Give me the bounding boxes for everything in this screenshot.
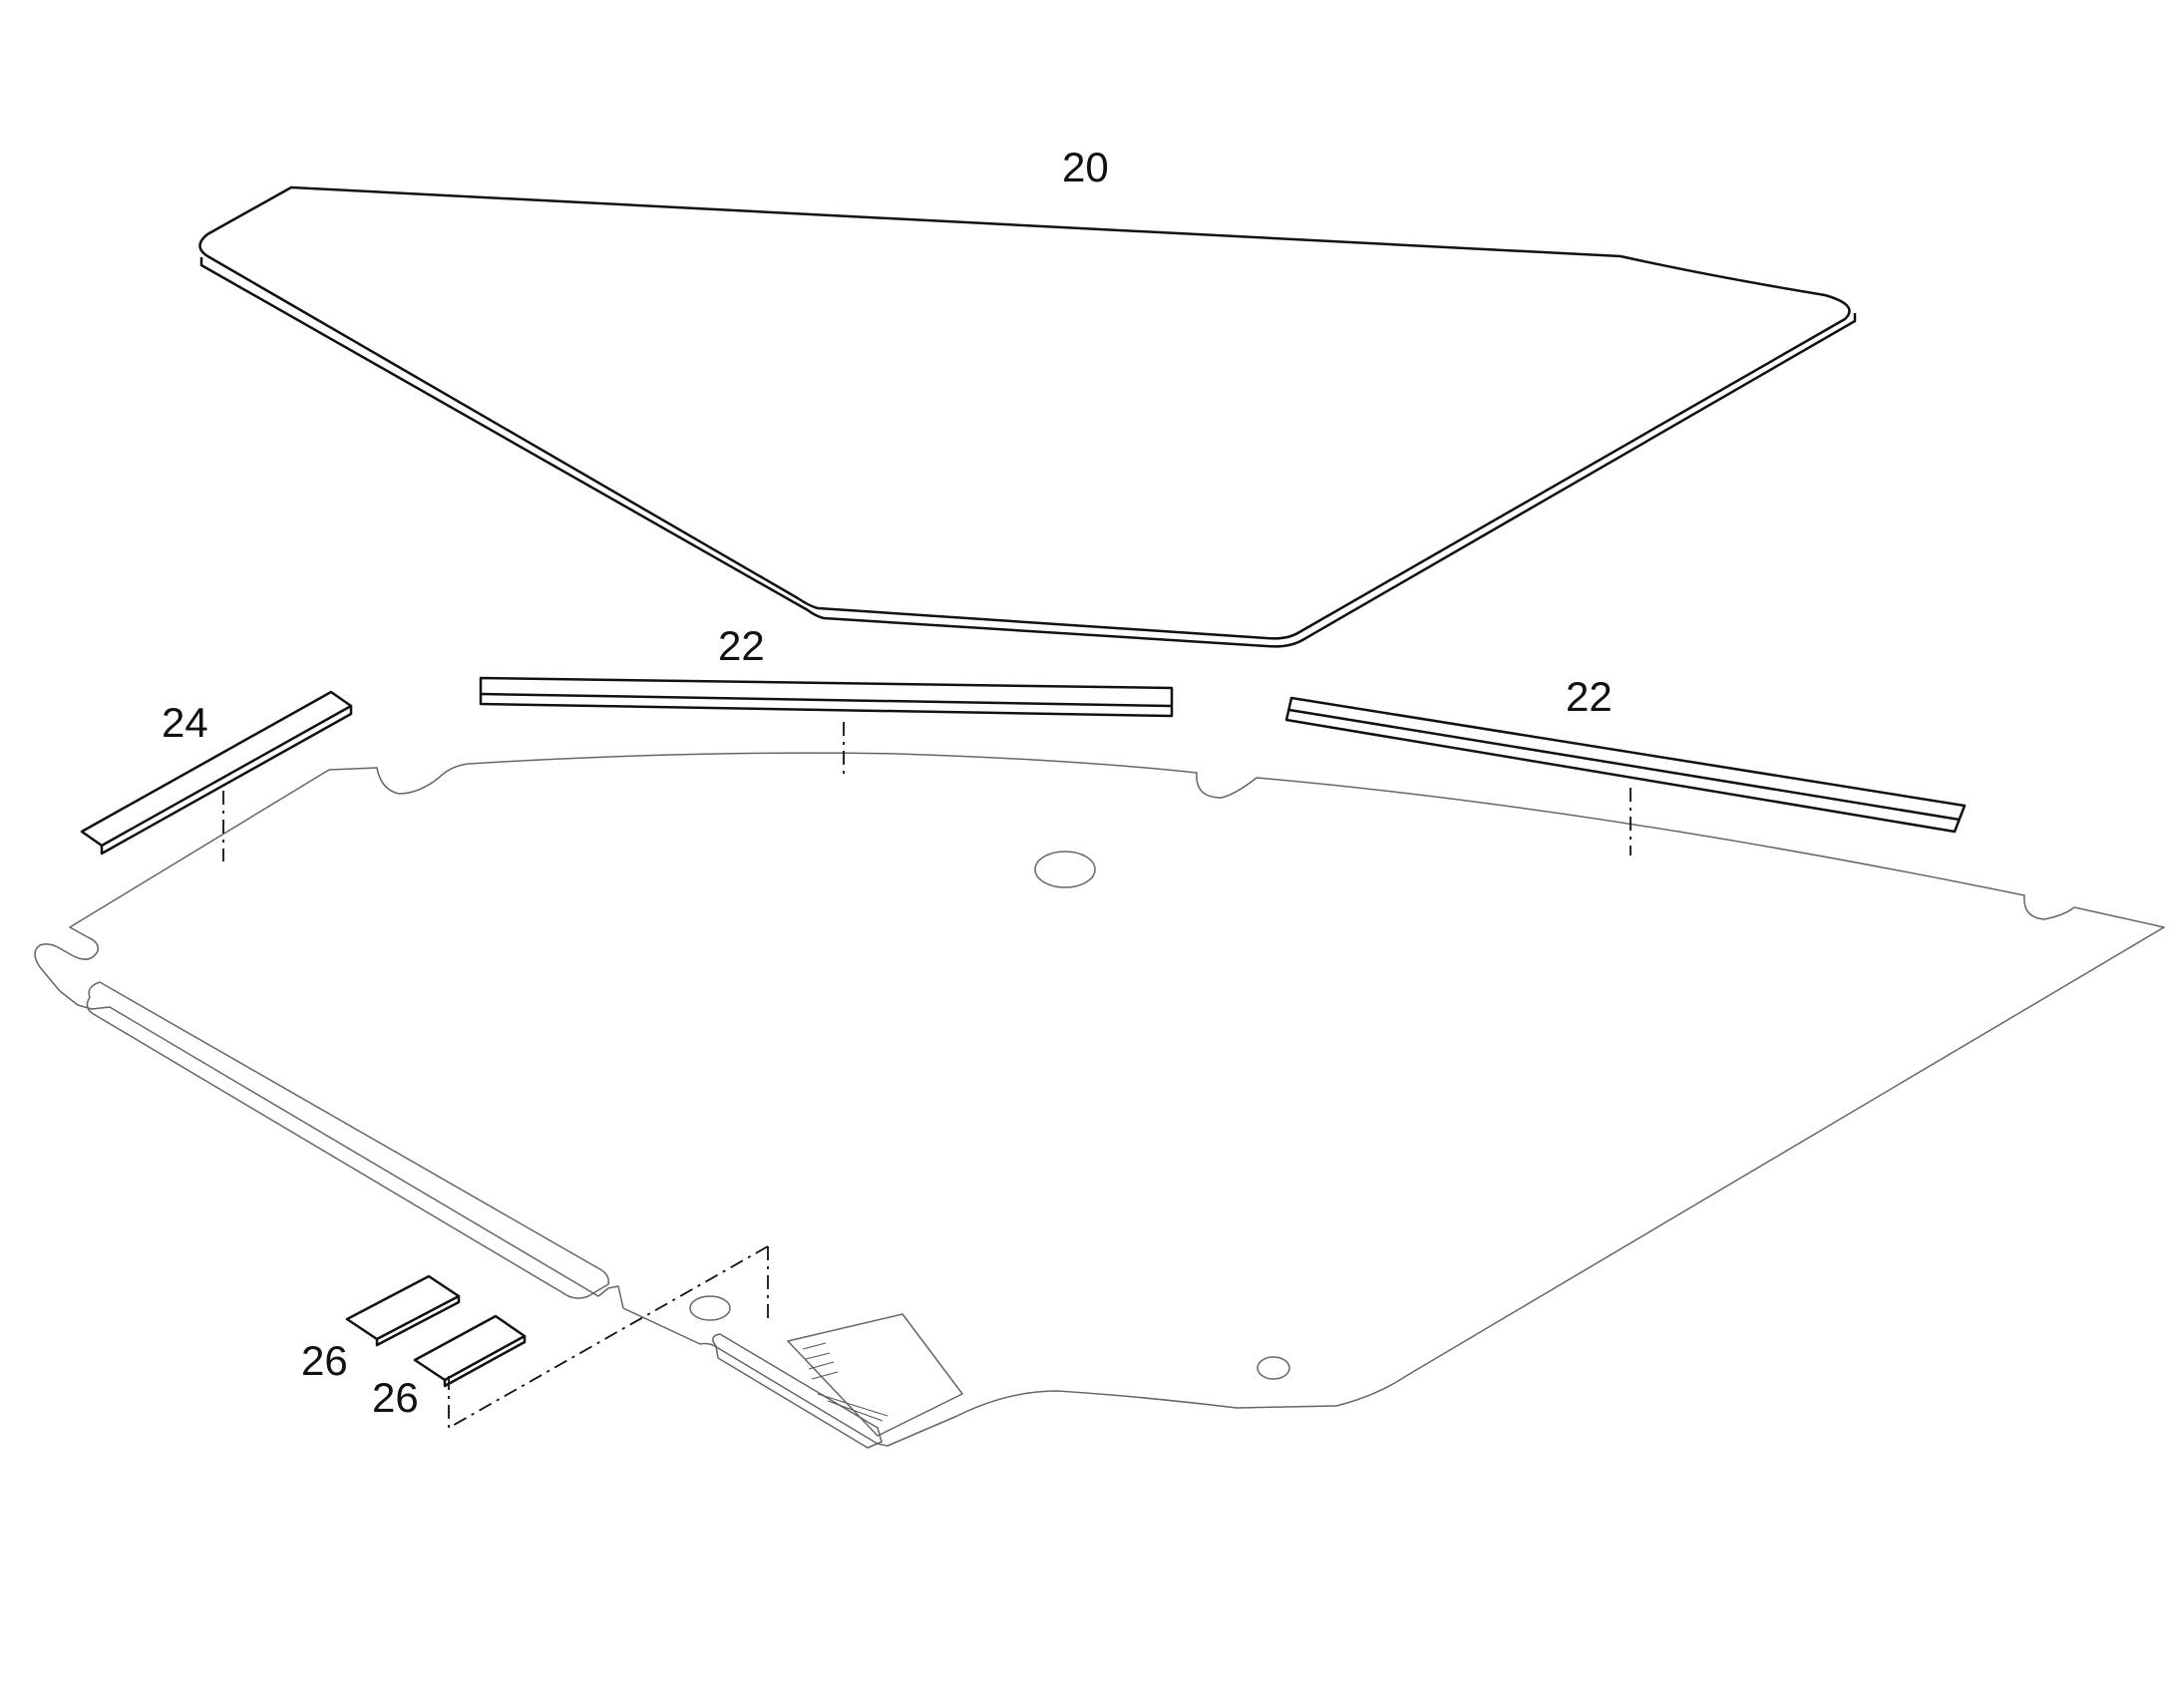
part-20-top-outline: [198, 185, 1851, 640]
part-20-bottom-edge: [199, 257, 1857, 648]
base-sheet-left-flange: [86, 981, 610, 1299]
base-sheet: [34, 752, 2165, 1449]
part-22-center-thickness: [480, 692, 1173, 708]
part-22-right-thickness: [1288, 708, 1961, 822]
base-sheet-outline: [34, 752, 2165, 1447]
reference-numerals: 20 22 22 24 26 26: [162, 144, 1613, 1421]
part-22-center-top: [479, 676, 1174, 718]
base-sheet-lower-flange: [712, 1333, 883, 1449]
part-20-panel: [198, 185, 1857, 648]
part-26-upper-pad-edge: [375, 1296, 461, 1347]
label-part-22-center: 22: [718, 622, 765, 669]
part-22-center-strip: [479, 676, 1174, 718]
base-sheet-center-hole: [1034, 851, 1096, 888]
alignment-lines: [222, 722, 1632, 1429]
part-26-lower-pad-edge: [443, 1336, 527, 1388]
part-24-top: [80, 690, 353, 848]
part-26-lower-pad: [413, 1314, 527, 1382]
part-24-thickness: [100, 706, 353, 855]
part-22-right-strip: [1284, 696, 1967, 834]
part-26-diagonal-alignment: [448, 1245, 769, 1429]
part-24-strip: [80, 690, 353, 855]
base-sheet-label-plate: [787, 1313, 963, 1437]
label-part-26-upper: 26: [301, 1337, 348, 1384]
base-sheet-right-hole: [1257, 1356, 1290, 1380]
label-part-20: 20: [1062, 144, 1109, 190]
part-22-right-top: [1284, 696, 1967, 834]
label-part-26-lower: 26: [372, 1374, 419, 1421]
part-26-pads: [345, 1274, 527, 1388]
part-26-upper-pad: [345, 1274, 461, 1341]
label-plate-markings: [802, 1342, 889, 1422]
label-part-22-right: 22: [1566, 673, 1613, 720]
label-part-24: 24: [162, 699, 208, 746]
base-sheet-left-hole: [689, 1295, 731, 1321]
